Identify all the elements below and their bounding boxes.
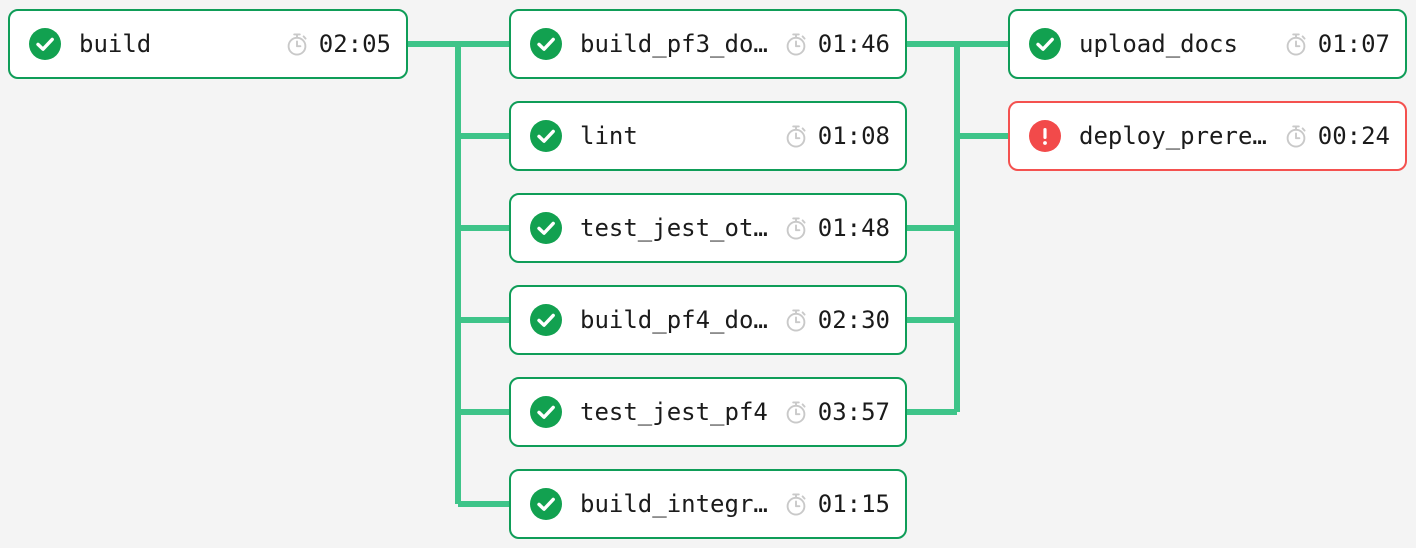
pipeline-node-build[interactable]: build 02:05 bbox=[8, 9, 408, 79]
pipeline-node-lint[interactable]: lint 01:08 bbox=[509, 101, 907, 171]
pipeline-node-test_jest_other[interactable]: test_jest_ot… 01:48 bbox=[509, 193, 907, 263]
duration-text: 01:15 bbox=[817, 490, 890, 518]
pipeline-node-build_integration[interactable]: build_integr… 01:15 bbox=[509, 469, 907, 539]
pipeline-node-deploy_prerelease[interactable]: deploy_prere… 00:24 bbox=[1008, 101, 1407, 171]
node-label: upload_docs bbox=[1079, 30, 1238, 58]
node-label: build_pf4_do… bbox=[580, 306, 768, 334]
node-label: test_jest_ot… bbox=[580, 214, 768, 242]
check-circle-icon bbox=[29, 28, 61, 60]
stopwatch-icon bbox=[783, 491, 809, 517]
check-circle-icon bbox=[530, 396, 562, 428]
error-exclamation-icon bbox=[1029, 120, 1061, 152]
duration-text: 01:48 bbox=[817, 214, 890, 242]
pipeline-node-test_jest_pf4[interactable]: test_jest_pf4 03:57 bbox=[509, 377, 907, 447]
duration-text: 00:24 bbox=[1317, 122, 1390, 150]
duration-text: 01:07 bbox=[1317, 30, 1390, 58]
duration-text: 01:08 bbox=[817, 122, 890, 150]
duration-text: 02:05 bbox=[318, 30, 391, 58]
pipeline-node-upload_docs[interactable]: upload_docs 01:07 bbox=[1008, 9, 1407, 79]
check-circle-icon bbox=[530, 120, 562, 152]
pipeline-node-build_pf3_docs[interactable]: build_pf3_do… 01:46 bbox=[509, 9, 907, 79]
node-duration: 02:30 bbox=[783, 306, 890, 334]
node-label: build_integr… bbox=[580, 490, 768, 518]
check-circle-icon bbox=[530, 212, 562, 244]
node-duration: 01:07 bbox=[1283, 30, 1390, 58]
stopwatch-icon bbox=[783, 307, 809, 333]
duration-text: 02:30 bbox=[817, 306, 890, 334]
duration-text: 03:57 bbox=[817, 398, 890, 426]
duration-text: 01:46 bbox=[817, 30, 890, 58]
node-duration: 01:48 bbox=[783, 214, 890, 242]
node-duration: 00:24 bbox=[1283, 122, 1390, 150]
pipeline-node-build_pf4_docs[interactable]: build_pf4_do… 02:30 bbox=[509, 285, 907, 355]
stopwatch-icon bbox=[284, 31, 310, 57]
stopwatch-icon bbox=[783, 215, 809, 241]
node-duration: 02:05 bbox=[284, 30, 391, 58]
stopwatch-icon bbox=[783, 31, 809, 57]
check-circle-icon bbox=[530, 304, 562, 336]
node-label: test_jest_pf4 bbox=[580, 398, 768, 426]
node-label: build_pf3_do… bbox=[580, 30, 768, 58]
node-duration: 03:57 bbox=[783, 398, 890, 426]
node-duration: 01:08 bbox=[783, 122, 890, 150]
node-duration: 01:15 bbox=[783, 490, 890, 518]
check-circle-icon bbox=[530, 28, 562, 60]
stopwatch-icon bbox=[783, 399, 809, 425]
node-label: lint bbox=[580, 122, 638, 150]
node-label: deploy_prere… bbox=[1079, 122, 1267, 150]
node-label: build bbox=[79, 30, 152, 58]
node-duration: 01:46 bbox=[783, 30, 890, 58]
stopwatch-icon bbox=[783, 123, 809, 149]
check-circle-icon bbox=[1029, 28, 1061, 60]
stopwatch-icon bbox=[1283, 123, 1309, 149]
stopwatch-icon bbox=[1283, 31, 1309, 57]
check-circle-icon bbox=[530, 488, 562, 520]
